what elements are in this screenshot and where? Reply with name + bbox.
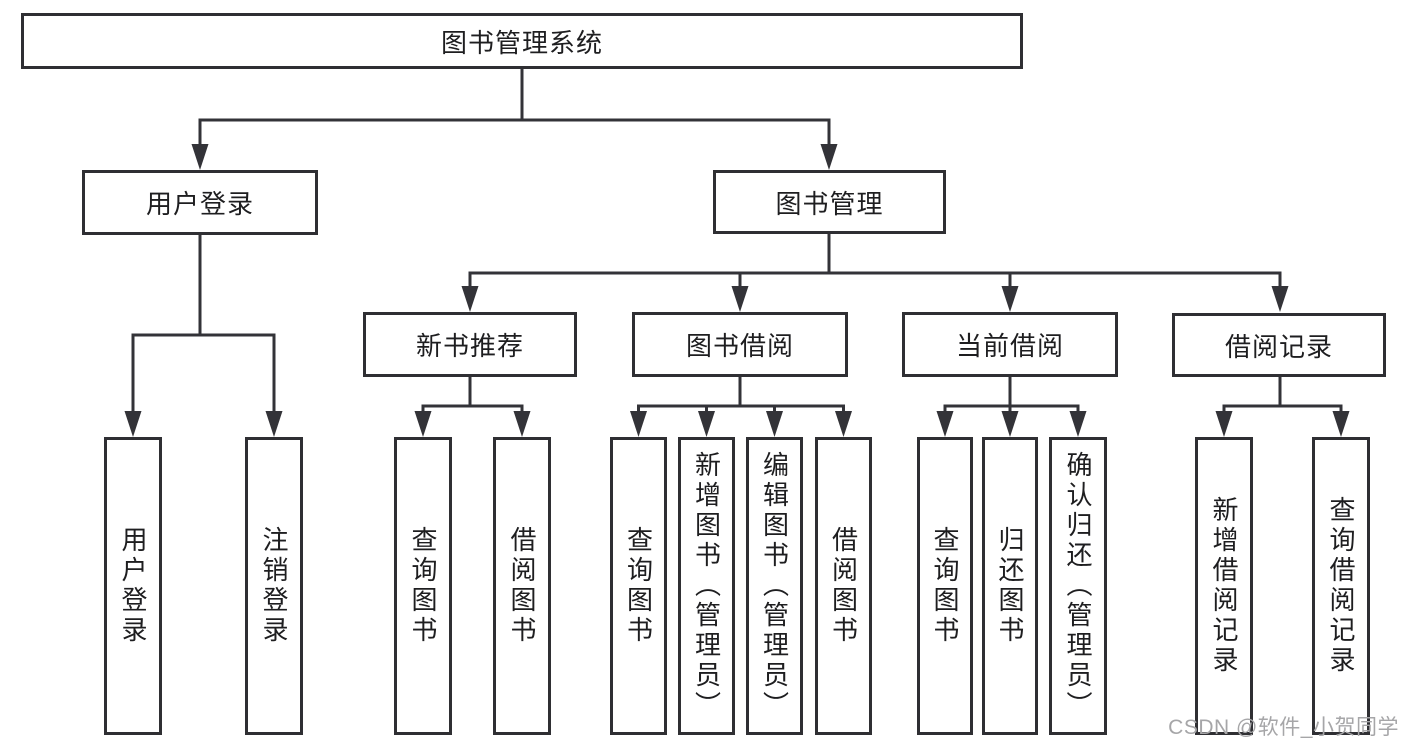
node-label: 用户登录 (145, 189, 254, 219)
node-library-management-system: 图书管理系统 (21, 13, 1023, 69)
node-label: 编辑图书（管理员） (759, 451, 790, 721)
node-label: 查询借阅记录 (1326, 496, 1356, 676)
node-label: 注销登录 (259, 526, 289, 646)
leaf-add-borrow-record: 新增借阅记录 (1195, 437, 1253, 735)
node-label: 图书借阅 (685, 331, 794, 361)
node-book-management: 图书管理 (713, 170, 946, 234)
node-label: 查询图书 (408, 526, 438, 646)
leaf-query-books-borrowing: 查询图书 (610, 437, 667, 735)
node-label: 图书管理系统 (440, 27, 603, 58)
node-label: 新书推荐 (415, 331, 524, 361)
leaf-query-books-recommend: 查询图书 (394, 437, 452, 735)
node-label: 新增图书（管理员） (691, 451, 722, 721)
node-label: 图书管理 (775, 188, 884, 219)
node-borrowing-records: 借阅记录 (1172, 313, 1386, 377)
node-label: 借阅记录 (1224, 331, 1333, 362)
node-label: 归还图书 (995, 526, 1025, 646)
leaf-borrow-books: 借阅图书 (815, 437, 872, 735)
node-label: 新增借阅记录 (1209, 496, 1239, 676)
node-label: 查询图书 (930, 526, 960, 646)
node-current-borrowing: 当前借阅 (902, 312, 1118, 377)
node-user-login: 用户登录 (82, 170, 318, 235)
leaf-add-book-admin: 新增图书（管理员） (678, 437, 735, 735)
leaf-edit-book-admin: 编辑图书（管理员） (746, 437, 803, 735)
node-label: 用户登录 (118, 526, 148, 646)
node-new-book-recommend: 新书推荐 (363, 312, 577, 377)
node-label: 借阅图书 (828, 526, 859, 646)
leaf-borrow-books-recommend: 借阅图书 (493, 437, 551, 735)
csdn-watermark: CSDN @软件_小贺同学 (1168, 716, 1399, 739)
leaf-return-book: 归还图书 (982, 437, 1038, 735)
node-label: 当前借阅 (955, 331, 1064, 361)
node-book-borrowing: 图书借阅 (632, 312, 848, 377)
node-label: 查询图书 (623, 526, 654, 646)
leaf-query-books-current: 查询图书 (917, 437, 973, 735)
leaf-user-login: 用户登录 (104, 437, 162, 735)
node-label: 确认归还（管理员） (1063, 451, 1093, 721)
leaf-confirm-return-admin: 确认归还（管理员） (1049, 437, 1107, 735)
leaf-logout: 注销登录 (245, 437, 303, 735)
node-label: 借阅图书 (507, 526, 537, 646)
leaf-query-borrow-record: 查询借阅记录 (1312, 437, 1370, 735)
